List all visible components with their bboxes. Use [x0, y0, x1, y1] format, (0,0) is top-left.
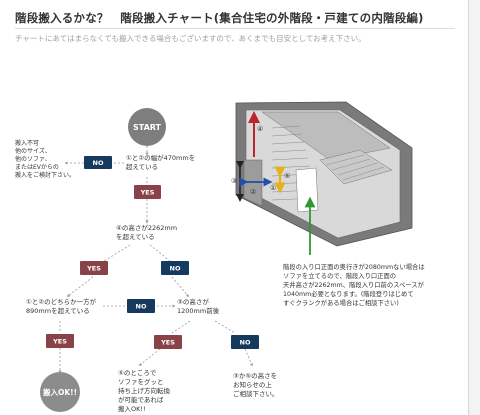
no4-result-line-3: ご相談下さい。 — [233, 389, 279, 398]
stair-carry-flowchart: START ①と②の幅が470mmを 超えている 搬入不可 他のサイズ、 他のソ… — [15, 101, 427, 413]
q2-text: ④の高さが2262mm を超えている — [116, 223, 179, 241]
no4-result-line-2: お知らせの上 — [233, 380, 272, 389]
q3-line-1: ①と②のどちらか一方が — [26, 297, 97, 306]
no1-result-line-5: 搬入をご検討下さい。 — [15, 171, 75, 179]
no-badge-q4: NO — [231, 335, 259, 349]
no1-result-text: 搬入不可 他のサイズ、 他のソファ、 またはEVからの 搬入をご検討下さい。 — [15, 139, 75, 179]
illustration-note: 階段の入り口正面の奥行きが2080mmない場合は ソファを立てるので、階段入り口… — [283, 262, 427, 307]
no4-result-line-1: ③か⑤の高さを — [233, 371, 277, 380]
title-divider — [15, 28, 455, 29]
yes-badge-q1: YES — [134, 185, 161, 199]
no1-result-line-4: またはEVからの — [15, 164, 59, 171]
yes-badge-bg — [80, 261, 108, 275]
connector-q2-yes — [103, 244, 131, 262]
yes-label: YES — [140, 189, 155, 197]
no1-result-line-3: 他のソファ、 — [15, 155, 51, 163]
no-badge-bg — [84, 156, 112, 169]
no-label: NO — [240, 339, 251, 347]
upper-landing — [261, 111, 391, 161]
staircase-illustration: ④ ③ ② ① ⑤ — [231, 101, 413, 255]
flow-connectors — [58, 146, 253, 374]
note-line-1: 階段の入り口正面の奥行きが2080mmない場合は — [283, 262, 425, 271]
q3-line-2: 890mmを超えている — [26, 306, 90, 315]
ok-circle — [40, 372, 80, 412]
yes-badge-q4: YES — [154, 335, 182, 349]
pillar — [295, 167, 319, 213]
note-line-5: すぐクランクがある場合はご相談下さい) — [283, 298, 399, 307]
no-badge-bg — [161, 261, 189, 275]
start-node: START — [128, 108, 166, 146]
marker-1: ① — [270, 184, 276, 192]
yes4-result-line-4: が可能であれば — [118, 395, 164, 404]
yes-label: YES — [86, 265, 101, 273]
marker-3: ③ — [231, 177, 237, 185]
page-title: 階段搬入るかな？ 階段搬入チャート(集合住宅の外階段・戸建ての内階段編) — [15, 11, 424, 25]
q3-text: ①と②のどちらか一方が 890mmを超えている — [26, 297, 98, 315]
no1-result-line-1: 搬入不可 — [15, 139, 39, 147]
marker-4: ④ — [257, 125, 263, 133]
entrance-wall — [243, 159, 263, 207]
side-treads — [325, 154, 385, 181]
yes4-result-line-2: ソファをグッと — [118, 377, 164, 386]
yes-badge-bg — [154, 335, 182, 349]
yes4-result-line-3: 持ち上げ方向転換 — [118, 386, 171, 395]
no-label: NO — [93, 159, 104, 167]
no-badge-bg — [127, 299, 155, 313]
connector-q2-no — [149, 244, 171, 262]
note-line-4: 1040mm必要となります。(階段登りはじめて — [283, 289, 414, 298]
q1-text: ①と②の幅が470mmを 超えている — [126, 153, 197, 171]
q2-line-1: ④の高さが2262mm — [116, 223, 177, 232]
q4-line-2: 1200mm前後 — [177, 306, 220, 315]
no-label: NO — [170, 265, 181, 273]
yes-badge-bg — [46, 334, 74, 348]
connector-q4-no — [214, 320, 236, 334]
note-line-3: 天井高さが2262mm、階段入り口前のスペースが — [283, 280, 425, 289]
marker-2: ② — [250, 188, 256, 196]
note-line-2: ソファを立てるので、階段入り口正面の — [283, 271, 396, 280]
connector-no-q4 — [171, 276, 190, 298]
yes4-result-line-1: ⑤のところで — [118, 369, 157, 377]
start-label: START — [133, 123, 162, 132]
side-flight — [319, 149, 393, 185]
ok-label: 搬入OK!! — [43, 387, 77, 397]
no4-result-text: ③か⑤の高さを お知らせの上 ご相談下さい。 — [233, 371, 279, 398]
q4-text: ③の高さが 1200mm前後 — [177, 297, 220, 315]
connector-yes-q3 — [66, 276, 94, 297]
marker-5: ⑤ — [284, 172, 290, 180]
yes-label: YES — [160, 339, 175, 347]
connector-yes-result — [138, 348, 161, 366]
no-badge-q2: NO — [161, 261, 189, 275]
no1-result-line-2: 他のサイズ、 — [15, 147, 51, 155]
start-circle — [128, 108, 166, 146]
yes4-result-line-5: 搬入OK!! — [118, 404, 146, 413]
no-badge-q1: NO — [84, 156, 112, 169]
no-badge-bg — [231, 335, 259, 349]
no-label: NO — [136, 303, 147, 311]
yes-badge-bg — [134, 185, 161, 199]
q4-line-1: ③の高さが — [177, 297, 209, 306]
yes-badge-q2: YES — [80, 261, 108, 275]
connector-no-result2 — [244, 348, 253, 367]
ok-badge: 搬入OK!! — [40, 372, 80, 412]
q2-line-2: を超えている — [116, 232, 155, 241]
yes-label: YES — [52, 338, 67, 346]
page-subtitle: チャートにあてはまらなくても搬入できる場合もございますので、あくまでも目安として… — [15, 34, 366, 43]
yes-badge-q3: YES — [46, 334, 74, 348]
connector-q4-yes — [171, 320, 191, 334]
q1-line-2: 超えている — [126, 162, 158, 171]
yes4-result-text: ⑤のところで ソファをグッと 持ち上げ方向転換 が可能であれば 搬入OK!! — [118, 369, 172, 413]
q1-line-1: ①と②の幅が470mmを — [126, 153, 195, 162]
no-badge-q3: NO — [127, 299, 155, 313]
